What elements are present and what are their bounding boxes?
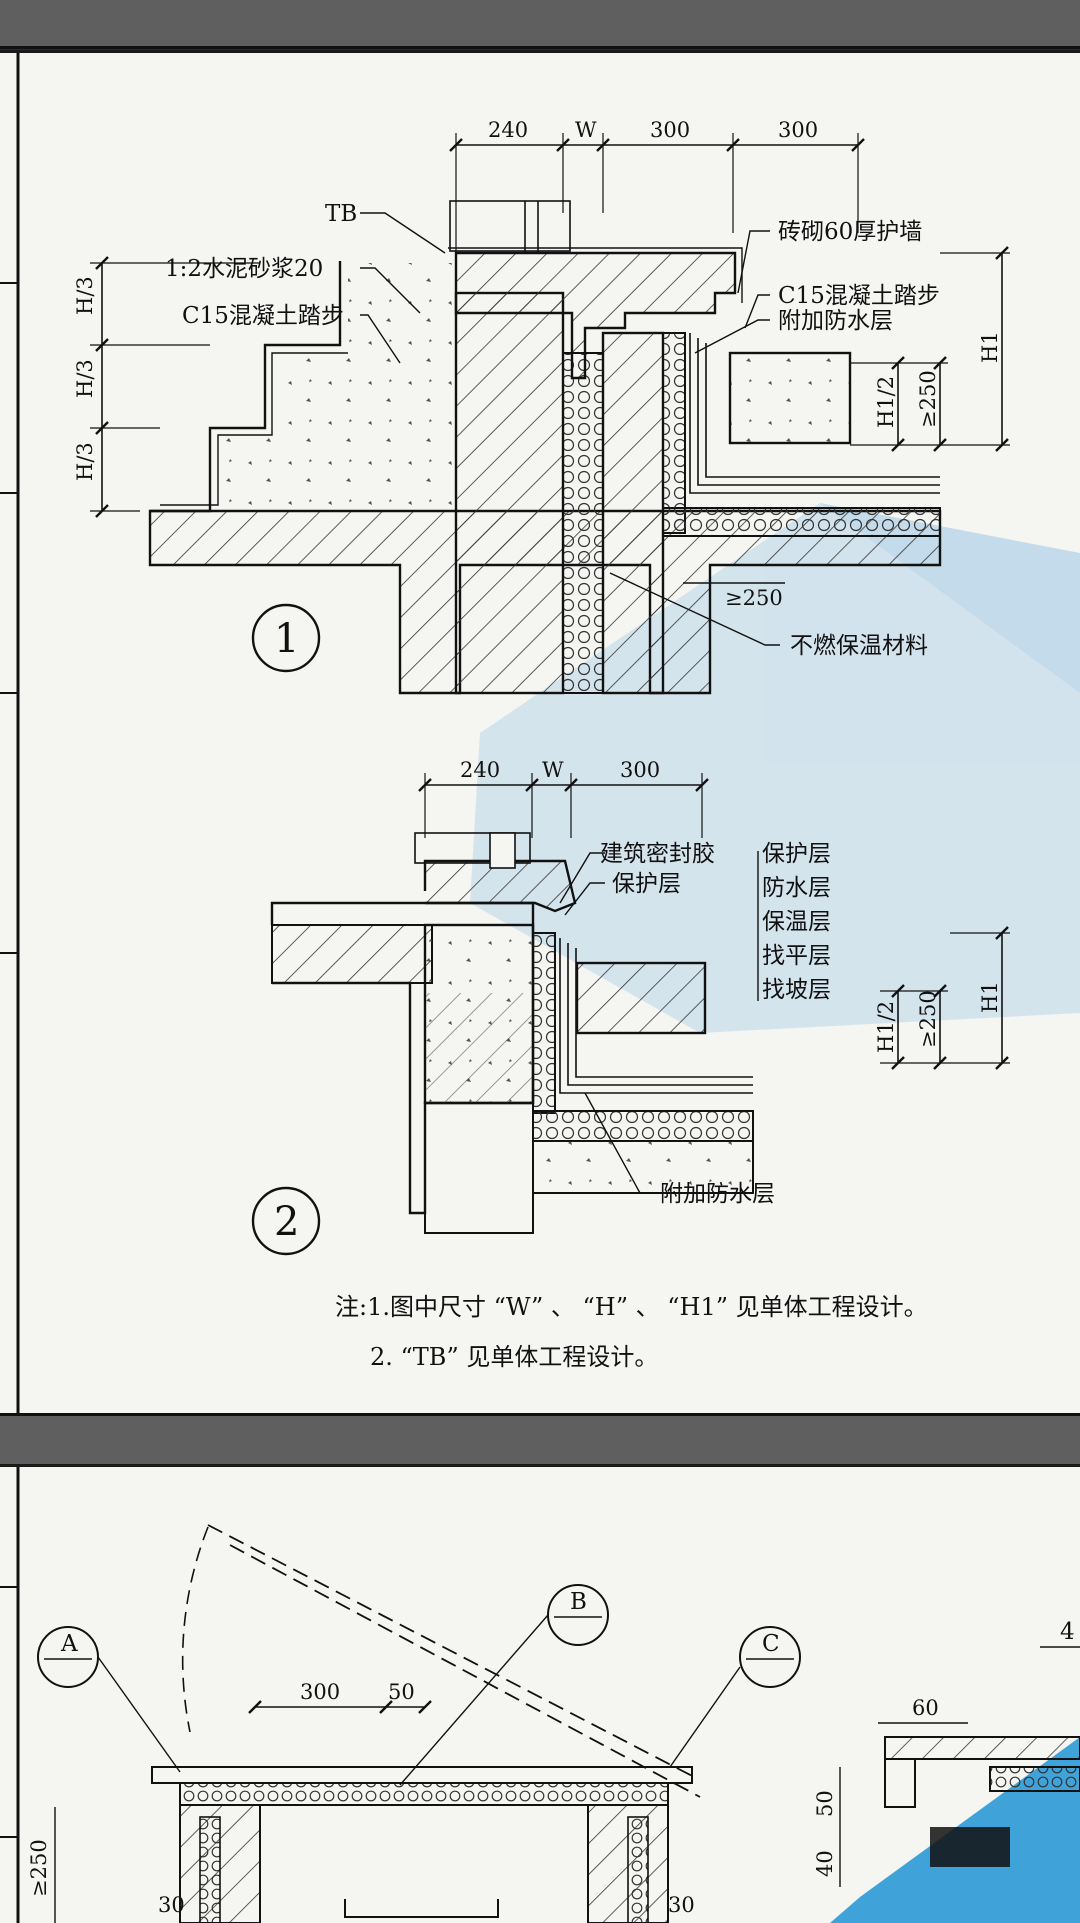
detail-4-partial: 60 50 40 4	[813, 1619, 1080, 1887]
middle-band	[0, 1413, 1080, 1467]
d2-label-protect-left: 保护层	[612, 871, 681, 897]
d2-label-extra-waterproof: 附加防水层	[660, 1181, 775, 1207]
note-line-1: 注:1.图中尺寸 “W” 、 “H” 、 “H1” 见单体工程设计。	[335, 1293, 928, 1321]
callout-a: A	[60, 1631, 78, 1657]
detail-2: 240 W 300	[251, 758, 1010, 1256]
d3-dim-ge250: ≥250	[27, 1839, 51, 1897]
title-strip	[0, 53, 20, 1413]
d1-dim-h1: H1	[978, 331, 1002, 363]
detail-1: 240 W 300 300 H/3 H/3 H/3	[73, 118, 1010, 695]
callout-c: C	[762, 1631, 780, 1657]
d2-layer-4: 找平层	[762, 943, 831, 969]
d1-number-circle	[251, 603, 321, 673]
d1-label-step-left: C15混凝土踏步	[182, 303, 344, 329]
drawing-sheet-2-svg: 300 50 ≥250 30 30 A B C 60	[0, 1467, 1080, 1923]
callout-a-circle	[37, 1626, 99, 1688]
d1-label-extra-waterproof: 附加防水层	[778, 308, 893, 334]
d1-dim-h3b: H/3	[73, 359, 97, 398]
callout-b-circle	[547, 1584, 609, 1646]
d2-dim-h1half: H1/2	[874, 1001, 898, 1053]
d1-label-insulation: 不燃保温材料	[790, 633, 928, 659]
d1-dim-300b: 300	[778, 118, 818, 142]
d1-dim-h3c: H/3	[73, 442, 97, 481]
d4-dim-50: 50	[813, 1790, 837, 1817]
d4-label-4: 4	[1060, 1619, 1075, 1645]
d1-label-brick-wall: 砖砌60厚护墙	[778, 219, 922, 245]
d4-dim-40: 40	[813, 1850, 837, 1877]
d2-dim-w: W	[542, 758, 564, 782]
d2-dim-h1: H1	[978, 981, 1002, 1013]
d2-layer-1: 保护层	[762, 841, 831, 867]
d1-label-tb: TB	[325, 201, 357, 227]
d1-dim-h1half: H1/2	[874, 376, 898, 428]
d3-dim-30a: 30	[158, 1893, 185, 1917]
d1-dim-300a: 300	[650, 118, 690, 142]
d1-dim-240: 240	[488, 118, 528, 142]
d1-number: 1	[274, 616, 299, 662]
d2-label-sealant: 建筑密封胶	[600, 841, 715, 867]
drawing-sheet-1-svg: 240 W 300 300 H/3 H/3 H/3	[0, 53, 1080, 1413]
drawing-sheet-2: 300 50 ≥250 30 30 A B C 60	[0, 1464, 1080, 1923]
d2-dim-240: 240	[460, 758, 500, 782]
d3-dim-50: 50	[388, 1680, 415, 1704]
d1-dim-h3a: H/3	[73, 276, 97, 315]
detail-3: 300 50 ≥250 30 30 A B C	[27, 1524, 801, 1923]
d1-dim-ge250: ≥250	[916, 370, 940, 428]
d1-dim-ge250b: ≥250	[725, 586, 783, 610]
drawing-sheet-1: 240 W 300 300 H/3 H/3 H/3	[0, 50, 1080, 1416]
callout-c-circle	[739, 1626, 801, 1688]
callout-b: B	[570, 1589, 587, 1615]
d3-dim-300: 300	[300, 1680, 340, 1704]
d1-dim-w: W	[575, 118, 597, 142]
d3-dim-30b: 30	[668, 1893, 695, 1917]
d1-label-step-right: C15混凝土踏步	[778, 283, 940, 309]
d4-dim-60: 60	[912, 1696, 939, 1720]
top-band	[0, 0, 1080, 49]
d2-layer-3: 保温层	[762, 909, 831, 935]
d2-layer-5: 找坡层	[762, 977, 831, 1003]
d2-layer-2: 防水层	[762, 875, 831, 901]
d2-number: 2	[274, 1199, 299, 1245]
d2-number-circle	[251, 1186, 321, 1256]
d2-dim-300: 300	[620, 758, 660, 782]
note-line-2: 2. “TB” 见单体工程设计。	[370, 1343, 658, 1371]
d1-label-mortar: 1:2水泥砂浆20	[165, 256, 323, 282]
d2-dim-ge250: ≥250	[916, 990, 940, 1048]
